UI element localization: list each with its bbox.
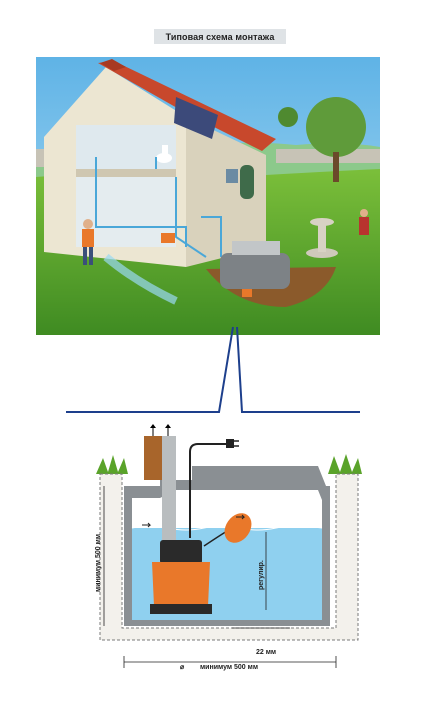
connector-line-left (66, 326, 234, 413)
pump-body (152, 562, 210, 606)
grass-left (96, 455, 128, 474)
woman-with-dog (360, 209, 368, 217)
gardener (83, 219, 93, 229)
discharge-pipe-grey (162, 436, 176, 546)
water-spray (103, 253, 178, 305)
diameter-symbol: ⌀ (180, 664, 185, 671)
horizontal-min-label: минимум 500 мм (200, 664, 258, 671)
side-window (226, 169, 238, 183)
pump-motor (160, 540, 202, 564)
water-pipes (95, 157, 222, 258)
installation-scene-illustration (36, 57, 380, 335)
power-plug (226, 439, 234, 448)
indoor-pump (161, 233, 175, 243)
tree (306, 97, 366, 157)
discharge-pipe-brown (144, 436, 162, 480)
house-side-wall (186, 117, 266, 267)
float-switch (224, 513, 252, 543)
connector-line-right (236, 326, 360, 413)
grass-right (328, 454, 362, 474)
power-cable (189, 443, 226, 538)
fountain (306, 248, 338, 258)
underground-tank (220, 253, 290, 289)
diagram-title: Типовая схема монтажа (154, 29, 286, 44)
clearance-label: 22 мм (256, 649, 276, 656)
side-door (240, 165, 254, 199)
adjust-label: регулир. (258, 560, 265, 590)
toilet (156, 153, 172, 163)
solar-panel (174, 97, 218, 139)
vertical-min-label: минимум 500 мм (95, 534, 102, 592)
